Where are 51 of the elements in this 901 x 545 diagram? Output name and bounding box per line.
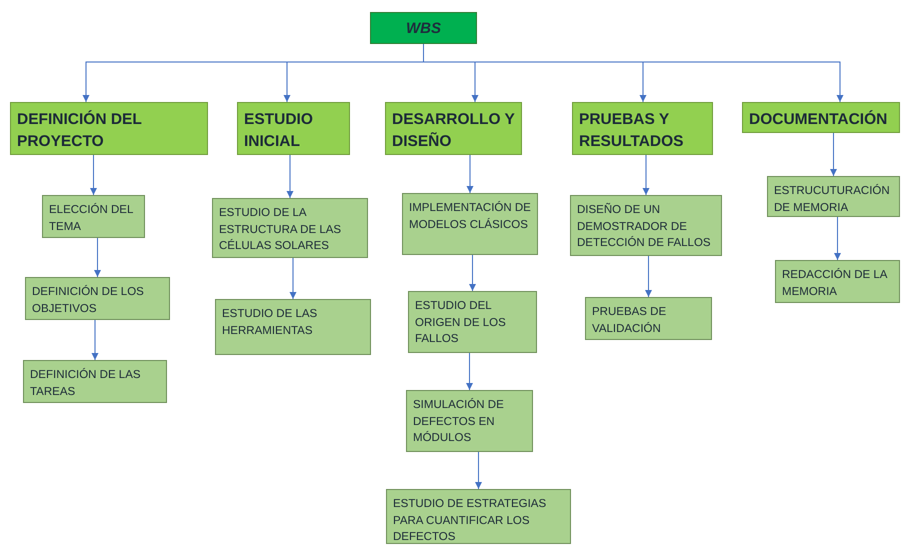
node-label: DESARROLLO Y DISEÑO xyxy=(392,110,515,152)
node-label: ESTUDIO DE LAS HERRAMIENTAS xyxy=(222,307,318,339)
node-label: ESTUDIO DEL ORIGEN DE LOS FALLOS xyxy=(415,299,507,348)
node-label: DEFINICIÓN DE LAS TAREAS xyxy=(30,367,142,400)
arrow xyxy=(469,254,476,292)
task-box xyxy=(212,198,368,258)
node-label: ESTUDIO DE ESTRATEGIAS PARA CUANTIFICAR LOS DEFECTOS xyxy=(393,497,548,545)
node-label: SIMULACIÓN DE DEFECTOS EN MÓDULOS xyxy=(413,397,505,446)
task-box xyxy=(570,195,722,256)
arrow xyxy=(642,154,650,196)
node-label: IMPLEMENTACIÓN DE MODELOS CLÁSICOS xyxy=(409,200,531,233)
arrow xyxy=(466,352,473,390)
node-label: PRUEBAS DE VALIDACIÓN xyxy=(592,305,668,337)
task-box xyxy=(767,176,900,217)
arrow xyxy=(290,258,296,300)
task-box xyxy=(408,291,537,353)
task-box xyxy=(42,195,145,238)
arrow xyxy=(94,238,101,278)
node-label: PRUEBAS Y RESULTADOS xyxy=(579,110,684,152)
task-box xyxy=(406,390,533,452)
arrow xyxy=(475,452,482,490)
task-box xyxy=(23,360,167,403)
node-label: WBS xyxy=(406,20,441,36)
arrow xyxy=(834,216,841,260)
task-box xyxy=(775,260,900,303)
task-box xyxy=(25,277,170,320)
phase-box xyxy=(237,102,350,155)
phase-box xyxy=(385,102,522,155)
node-label: DEFINICIÓN DEL PROYECTO xyxy=(17,109,143,152)
node-label: ELECCIÓN DEL TEMA xyxy=(49,202,134,235)
task-box xyxy=(402,193,538,255)
arrow xyxy=(286,154,294,198)
arrow xyxy=(90,154,97,196)
node-label: DEFINICIÓN DE LOS OBJETIVOS xyxy=(32,284,145,317)
arrow xyxy=(92,320,98,360)
arrow xyxy=(830,132,837,176)
task-box xyxy=(585,297,712,340)
node-label: ESTUDIO DE LA ESTRUCTURA DE LAS CÉLULAS SOLARES xyxy=(219,206,342,254)
arrow xyxy=(466,154,474,194)
task-box xyxy=(215,299,371,355)
node-label: DOCUMENTACIÓN xyxy=(749,109,888,130)
node-label: DISEÑO DE UN DEMOSTRADOR DE DETECCIÓN DE FALLOS xyxy=(577,202,712,252)
node-label: REDACCIÓN DE LA MEMORIA xyxy=(782,267,888,300)
node-label: ESTUDIO INICIAL xyxy=(244,110,314,152)
phase-box xyxy=(742,102,900,133)
task-box xyxy=(386,489,571,544)
arrow xyxy=(645,256,652,298)
phase-box xyxy=(10,102,208,155)
root-box xyxy=(370,12,477,44)
node-label: ESTRUCUTURACIÓN DE MEMORIA xyxy=(774,183,891,216)
phase-box xyxy=(572,102,713,155)
